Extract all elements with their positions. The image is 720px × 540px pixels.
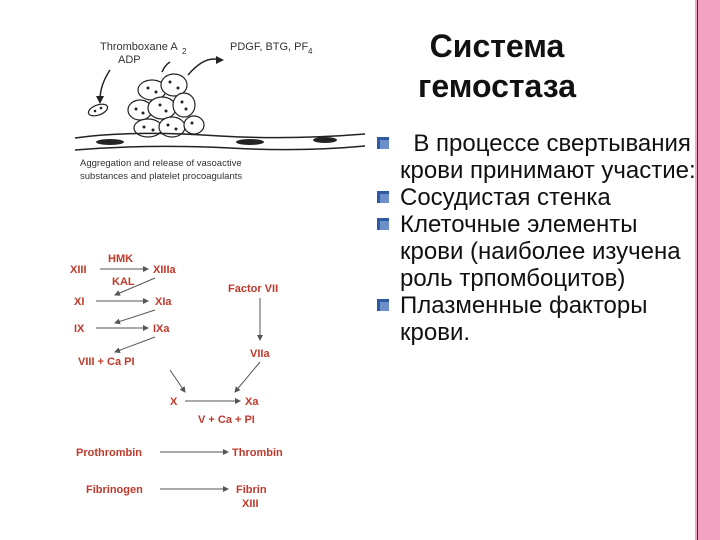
arrow-head-left bbox=[96, 96, 104, 104]
cascade-viii-ca-pl: VIII + Ca PI bbox=[78, 356, 135, 368]
title-line-1: Система bbox=[429, 28, 565, 64]
endothelial-nucleus bbox=[96, 139, 124, 145]
bullet-list: В процессе свертывания крови принимают у… bbox=[376, 130, 696, 346]
arrow-viia-to-xa bbox=[234, 361, 261, 393]
slide-title: Система гемостаза bbox=[392, 26, 602, 106]
cascade-fibrinogen: Fibrinogen bbox=[86, 484, 143, 496]
cascade-kal: KAL bbox=[112, 276, 135, 288]
single-platelet bbox=[87, 103, 109, 117]
cascade-hmk: HMK bbox=[108, 253, 133, 265]
caption-line-2: substances and platelet procoagulants bbox=[80, 171, 242, 182]
cascade-fibrin-xiii: XIII bbox=[242, 498, 259, 510]
pdgf-label: PDGF, BTG, PF bbox=[230, 41, 309, 53]
cascade-xiii: XIII bbox=[70, 264, 87, 276]
side-strip-border bbox=[697, 0, 698, 540]
bullet-text-cells: Клеточные элементы крови (наиболее изуче… bbox=[400, 211, 681, 292]
bullet-item: Сосудистая стенка bbox=[376, 184, 696, 211]
coagulation-cascade: HMK XIII XIIIa KAL XI XIa IX IXa VIII + … bbox=[70, 253, 283, 510]
decorative-side-strip bbox=[695, 0, 720, 540]
cascade-xiiia: XIIIa bbox=[153, 264, 177, 276]
cascade-xa: Xa bbox=[245, 396, 259, 408]
arrow-head-right bbox=[216, 56, 224, 64]
thromboxane-subscript: 2 bbox=[182, 47, 187, 56]
arrow-viii-to-x bbox=[169, 369, 186, 393]
bullet-item: Клеточные элементы крови (наиболее изуче… bbox=[376, 211, 696, 292]
title-line-2: гемостаза bbox=[417, 68, 576, 104]
platelet-granules bbox=[134, 80, 194, 132]
vessel-wall-top bbox=[74, 132, 366, 139]
arrow-ixa-to-viii bbox=[114, 336, 156, 354]
adp-label: ADP bbox=[118, 54, 141, 66]
cascade-xi: XI bbox=[74, 296, 84, 308]
endothelial-nucleus bbox=[236, 139, 264, 145]
arrow-down-left bbox=[99, 69, 111, 101]
bullet-box-icon bbox=[377, 191, 389, 203]
cascade-ixa: IXa bbox=[153, 323, 170, 335]
arrow-xia-to-ix bbox=[114, 309, 156, 325]
cascade-v-ca-pl: V + Ca + PI bbox=[198, 414, 255, 426]
bullet-box-icon bbox=[377, 218, 389, 230]
caption-line-1: Aggregation and release of vasoactive bbox=[80, 158, 242, 169]
bullet-text-vessel-wall: Сосудистая стенка bbox=[400, 184, 611, 211]
cascade-fibrin: Fibrin bbox=[236, 484, 267, 496]
arrow-up-left bbox=[161, 61, 171, 73]
thromboxane-label: Thromboxane A bbox=[100, 41, 178, 53]
cascade-prothrombin: Prothrombin bbox=[76, 447, 142, 459]
arrow-up-right bbox=[187, 58, 221, 76]
platelet-aggregation-figure: Thromboxane A 2 ADP PDGF, BTG, PF 4 Aggr… bbox=[74, 41, 366, 182]
bullet-box-icon bbox=[377, 299, 389, 311]
cascade-factor-vii: Factor VII bbox=[228, 283, 278, 295]
pdgf-subscript: 4 bbox=[308, 47, 313, 56]
bullet-item: Плазменные факторы крови. bbox=[376, 292, 696, 346]
bullet-item: В процессе свертывания крови принимают у… bbox=[376, 130, 696, 184]
cascade-xia: XIa bbox=[155, 296, 172, 308]
bullet-text-plasma: Плазменные факторы крови. bbox=[400, 292, 648, 346]
arrow-xiiia-to-xi bbox=[114, 277, 156, 296]
bullet-box-icon bbox=[377, 137, 389, 149]
cascade-x: X bbox=[170, 396, 178, 408]
platelet-aggregate bbox=[127, 73, 205, 138]
vessel-wall-bottom bbox=[74, 145, 366, 151]
bullet-text-intro: В процессе свертывания крови принимают у… bbox=[400, 130, 698, 184]
cascade-viia: VIIa bbox=[250, 348, 270, 360]
endothelial-nucleus bbox=[313, 137, 337, 143]
cascade-ix: IX bbox=[74, 323, 85, 335]
cascade-thrombin: Thrombin bbox=[232, 447, 283, 459]
